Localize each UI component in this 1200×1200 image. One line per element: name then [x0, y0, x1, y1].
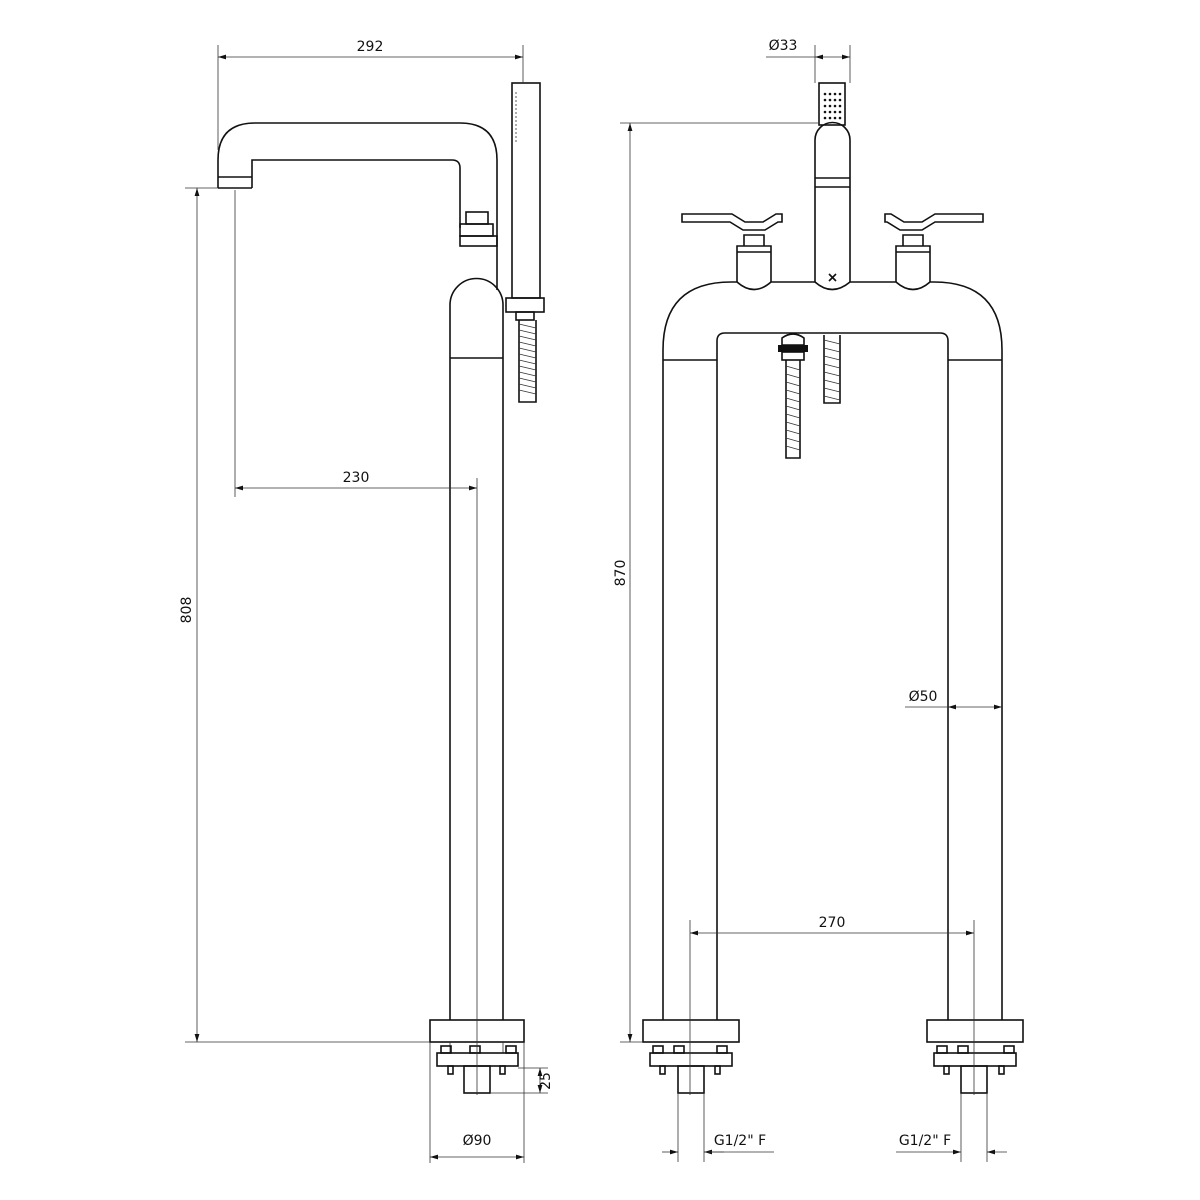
valve: [459, 211, 498, 247]
dimension-label-diameter-90: Ø90: [463, 1133, 492, 1149]
dimension-870: 870: [613, 122, 818, 1043]
column: [449, 277, 504, 1020]
dimension-label-870: 870: [613, 560, 629, 587]
dimension-label-diameter-50: Ø50: [909, 689, 938, 705]
dimension-label-25: 25: [538, 1072, 554, 1090]
dimension-diameter-33: Ø33: [766, 38, 851, 83]
dimension-808: 808: [179, 187, 430, 1043]
dimension-diameter-90: Ø90: [429, 1042, 525, 1163]
dimension-25: 25: [490, 1067, 554, 1094]
dimension-connection-left: G1/2" F: [662, 1093, 774, 1162]
dimension-label-diameter-33: Ø33: [769, 38, 798, 54]
dimension-230: 230: [234, 190, 478, 1095]
dimension-270: 270: [689, 915, 975, 1095]
dimension-label-connection-left: G1/2" F: [714, 1133, 766, 1149]
dimension-label-270: 270: [819, 915, 846, 931]
dimension-292: 292: [217, 39, 524, 150]
handle-right: [884, 213, 984, 282]
dimension-label-230: 230: [343, 470, 370, 486]
base-front-left: [642, 1019, 740, 1094]
dimension-label-292: 292: [357, 39, 384, 55]
hand-shower: [505, 82, 545, 403]
base-front-right: [926, 1019, 1024, 1094]
spout: [217, 122, 498, 290]
side-view: 292 808 230 25 Ø90: [179, 39, 554, 1163]
cross-mark: [828, 273, 837, 282]
dimension-connection-right: G1/2" F: [896, 1093, 1007, 1162]
dimension-label-808: 808: [179, 597, 195, 624]
front-view: Ø33 870 Ø50 270 G1/2" F G1/2" F: [613, 38, 1024, 1162]
handle-left: [681, 213, 783, 282]
bridge-frame: [662, 281, 1003, 1020]
hand-shower-body: [814, 121, 851, 282]
dimension-label-connection-right: G1/2" F: [899, 1133, 951, 1149]
hand-shower-head: [818, 82, 846, 126]
dimension-diameter-50: Ø50: [905, 689, 1002, 710]
hoses: [778, 333, 841, 459]
